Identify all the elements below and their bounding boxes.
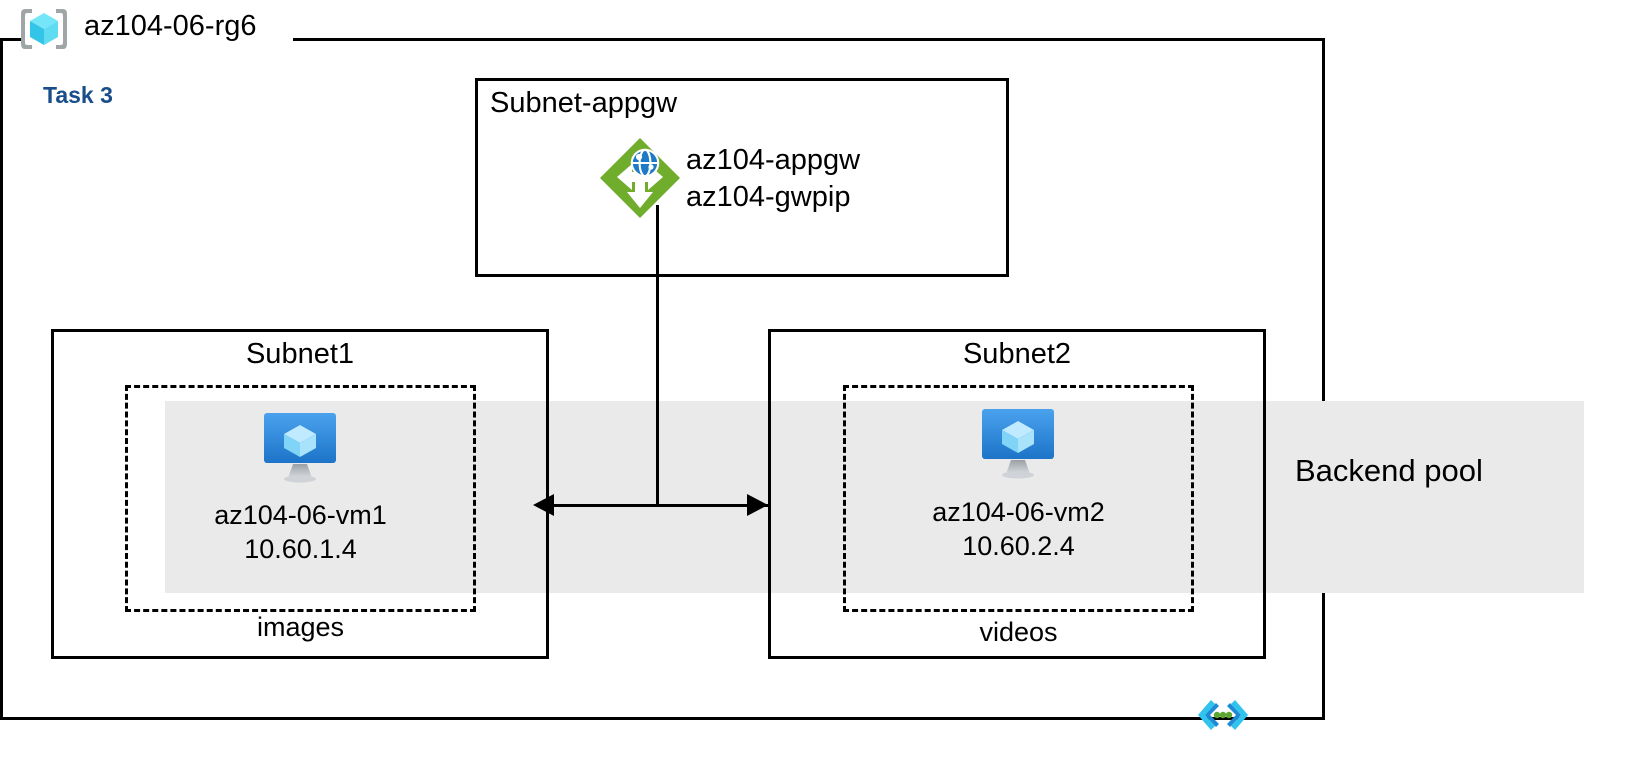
resource-group-border-top [293,38,1325,41]
connector-arrow-right [747,494,768,516]
appgw-label-line2: az104-gwpip [686,181,851,213]
subnet-appgw-box [475,78,1009,277]
resource-group-border-left [0,38,3,720]
subnet1-vm-name: az104-06-vm1 [214,500,387,530]
appgw-to-subnets-connector [656,205,659,506]
application-gateway-icon [598,136,682,220]
virtual-machine-icon [980,408,1056,480]
subnet1-pool-tag: images [256,612,345,642]
code-template-icon [1196,697,1250,733]
backend-pool-band [165,401,1584,593]
subnet1-title: Subnet1 [245,338,355,370]
resource-group-icon [18,6,70,52]
resource-group-border-top-stub [0,38,22,41]
backend-pool-label: Backend pool [1295,453,1483,488]
task-label: Task 3 [43,82,113,108]
subnet1-vm-ip: 10.60.1.4 [244,534,357,564]
resource-group-name: az104-06-rg6 [84,10,257,42]
subnet1-box [51,329,549,659]
subnet1-asg-box [125,385,476,612]
resource-group-border-bottom [0,717,1325,720]
resource-group-border-right [1322,38,1325,720]
subnet2-vm-name: az104-06-vm2 [932,497,1105,527]
virtual-machine-icon [262,412,338,484]
appgw-label-line1: az104-appgw [686,144,861,176]
subnet-appgw-title: Subnet-appgw [490,87,678,119]
subnet2-box [768,329,1266,659]
subnet2-title: Subnet2 [962,338,1072,370]
subnet2-vm-ip: 10.60.2.4 [962,531,1075,561]
subnet1-subnet2-connector [551,504,768,507]
subnet2-pool-tag: videos [979,617,1058,647]
subnet2-asg-box [843,385,1194,612]
